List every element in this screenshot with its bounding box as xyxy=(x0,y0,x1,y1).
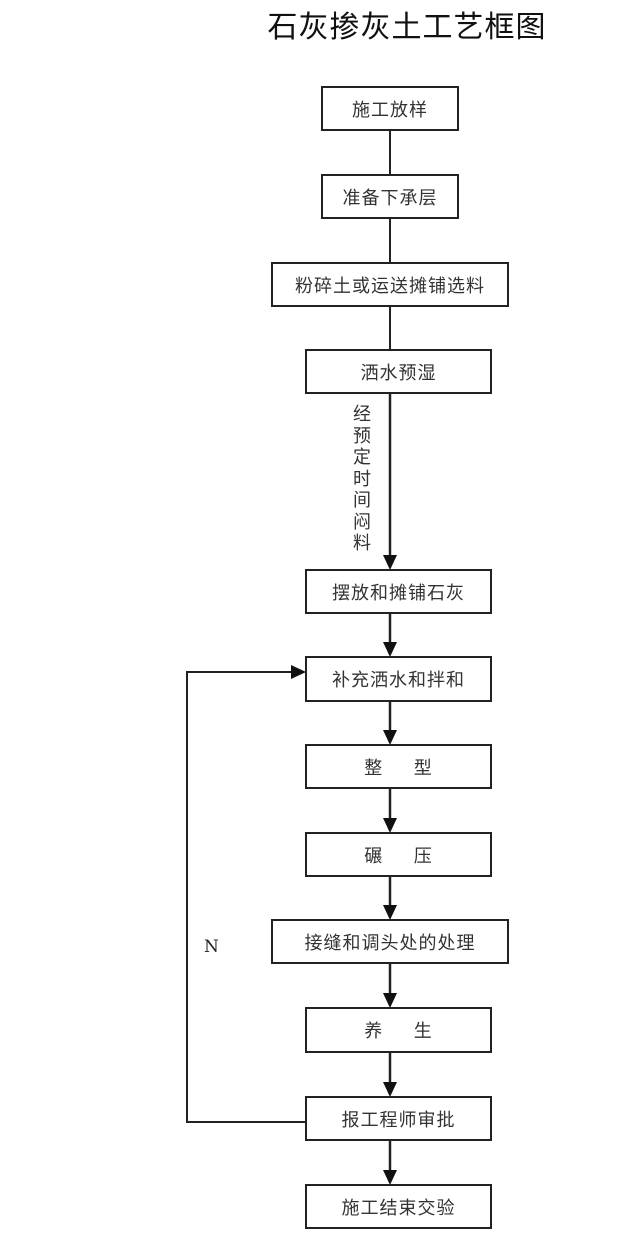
arrowhead-icon xyxy=(383,730,397,745)
arrow-s10-s11 xyxy=(383,1052,397,1097)
arrow-s9-s10 xyxy=(383,963,397,1008)
arrowhead-icon xyxy=(291,665,306,679)
step-box-s11: 报工程师审批 xyxy=(305,1096,492,1141)
arrowhead-icon xyxy=(383,993,397,1008)
arrowhead-icon xyxy=(383,642,397,657)
edge-label-char: 经 xyxy=(353,404,371,425)
arrow-s7-s8 xyxy=(383,788,397,833)
arrow-s6-s7 xyxy=(383,701,397,745)
loop-back-arrow xyxy=(186,665,306,1123)
step-box-s12: 施工结束交验 xyxy=(305,1184,492,1229)
step-box-s8: 碾 压 xyxy=(305,832,492,877)
edge-label-char: 定 xyxy=(353,447,371,468)
edge-label-wait-time: 经 预 定 时 间 闷 料 xyxy=(352,404,372,555)
step-box-s9: 接缝和调头处的处理 xyxy=(271,919,509,964)
arrow-s8-s9 xyxy=(383,876,397,920)
step-label: 粉碎土或运送摊铺选料 xyxy=(295,275,485,297)
step-box-s4: 洒水预湿 xyxy=(305,349,492,394)
edge-label-char: 闷 xyxy=(353,511,371,533)
arrowhead-icon xyxy=(383,555,397,570)
step-label: 洒水预湿 xyxy=(360,362,437,384)
step-label-char: 整 xyxy=(364,757,384,779)
step-box-s7: 整 型 xyxy=(305,744,492,789)
arrowhead-icon xyxy=(383,1082,397,1097)
arrow-s4-s5 xyxy=(383,393,397,570)
step-label-char: 养 xyxy=(364,1021,384,1042)
arrow-s11-s12 xyxy=(383,1140,397,1185)
edge-label-char: 预 xyxy=(353,425,371,447)
edge-label-char: 间 xyxy=(353,490,371,511)
step-box-s2: 准备下承层 xyxy=(321,174,459,219)
arrow-s5-s6 xyxy=(383,613,397,657)
arrowhead-icon xyxy=(383,818,397,833)
step-label: 施工放样 xyxy=(352,99,428,121)
loop-label-no: N xyxy=(204,937,219,957)
step-box-s6: 补充洒水和拌和 xyxy=(305,656,492,702)
step-box-s5: 摆放和摊铺石灰 xyxy=(305,569,492,614)
diagram-title: 石灰掺灰土工艺框图 xyxy=(267,10,547,45)
step-box-s10: 养 生 xyxy=(305,1007,492,1053)
arrowhead-icon xyxy=(383,1170,397,1185)
arrowhead-icon xyxy=(383,905,397,920)
step-box-s1: 施工放样 xyxy=(321,86,459,131)
step-label: 施工结束交验 xyxy=(341,1197,456,1219)
step-label-char: 型 xyxy=(413,757,433,779)
edge-label-char: 时 xyxy=(353,468,371,490)
step-label: 报工程师审批 xyxy=(341,1109,456,1131)
edge-label-char: 料 xyxy=(353,533,371,554)
step-box-s3: 粉碎土或运送摊铺选料 xyxy=(271,262,509,307)
step-label-char: 碾 xyxy=(364,845,384,867)
step-label-char: 压 xyxy=(413,845,433,867)
step-label-char: 生 xyxy=(413,1021,433,1042)
step-label: 补充洒水和拌和 xyxy=(332,670,465,691)
step-label: 接缝和调头处的处理 xyxy=(304,932,476,954)
step-label: 摆放和摊铺石灰 xyxy=(332,582,465,604)
step-label: 准备下承层 xyxy=(342,187,438,209)
